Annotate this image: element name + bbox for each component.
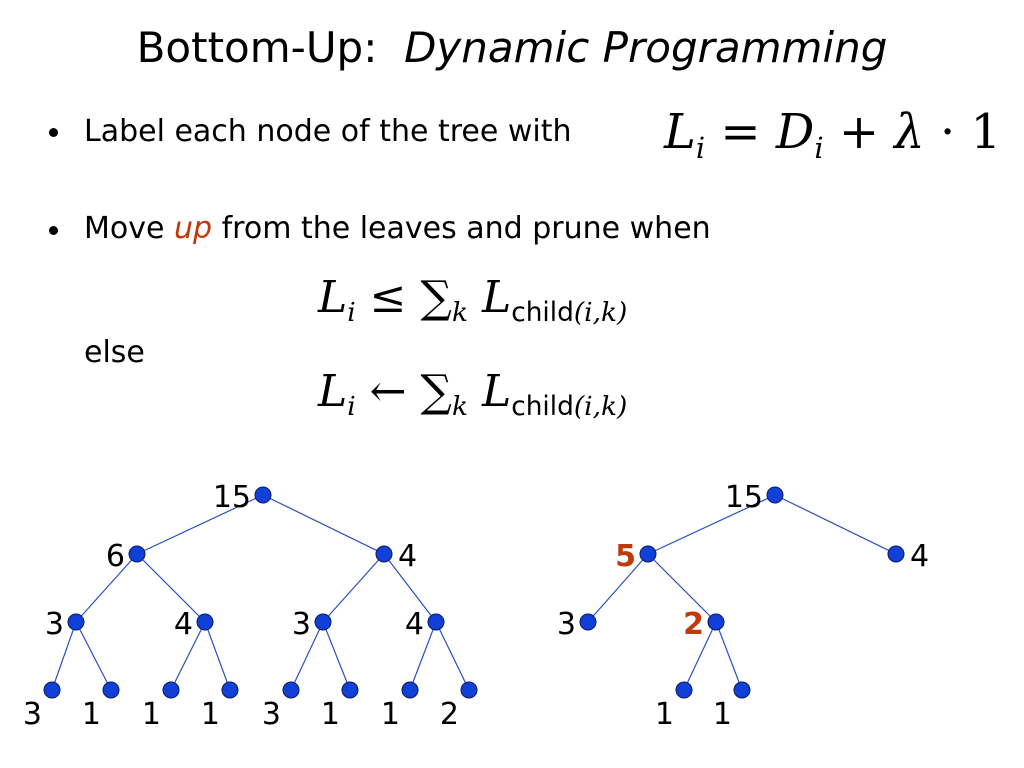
else-label: else [84, 335, 145, 370]
right-label-l4: 1 [713, 697, 732, 732]
title-part2: Dynamic Programming [404, 23, 888, 72]
left-node-l8 [460, 681, 478, 699]
left-edge-r-b [262, 494, 385, 555]
formula-prune-condition: Li ≤ ∑k Lchild(i,k) [318, 272, 628, 329]
left-node-l7 [401, 681, 419, 699]
right-label-a: 5 [615, 539, 636, 574]
left-node-f [427, 613, 445, 631]
right-label-l3: 1 [655, 697, 674, 732]
bullet-1-text: Label each node of the tree with [84, 114, 572, 149]
slide-title: Bottom-Up: Dynamic Programming [0, 22, 1024, 74]
left-node-c [67, 613, 85, 631]
right-node-c [579, 613, 597, 631]
left-edge-f-l8 [435, 621, 470, 691]
left-label-l6: 1 [321, 697, 340, 732]
left-edge-b-f [383, 553, 437, 623]
left-node-r [254, 486, 272, 504]
right-edge-d-l3 [683, 621, 717, 691]
right-node-r [766, 486, 784, 504]
left-label-d: 4 [174, 607, 193, 642]
title-part1: Bottom-Up: [136, 23, 378, 72]
right-edge-a-d [647, 553, 717, 623]
left-edge-c-l2 [75, 621, 112, 691]
left-node-d [196, 613, 214, 631]
left-node-b [375, 545, 393, 563]
left-edge-a-d [136, 553, 206, 623]
left-label-c: 3 [45, 607, 64, 642]
right-node-a [639, 545, 657, 563]
left-node-l5 [282, 681, 300, 699]
left-node-l4 [221, 681, 239, 699]
left-label-l1: 3 [23, 697, 42, 732]
tree-right: 15 5 4 3 2 1 1 [557, 480, 929, 732]
left-label-f: 4 [405, 607, 424, 642]
right-node-l4 [733, 681, 751, 699]
left-node-l2 [102, 681, 120, 699]
right-edge-r-b [774, 494, 897, 555]
left-label-l8: 2 [440, 697, 459, 732]
left-label-l4: 1 [201, 697, 220, 732]
left-label-l3: 1 [142, 697, 161, 732]
tree-left: 15 6 4 3 4 3 4 3 1 1 1 3 1 1 2 [23, 480, 478, 732]
left-node-l3 [162, 681, 180, 699]
left-edge-c-l1 [51, 621, 77, 691]
right-node-l3 [675, 681, 693, 699]
right-label-r: 15 [725, 480, 763, 515]
right-label-d: 2 [683, 607, 704, 642]
left-label-a: 6 [106, 539, 125, 574]
right-label-c: 3 [557, 607, 576, 642]
left-label-e: 3 [292, 607, 311, 642]
left-label-l2: 1 [82, 697, 101, 732]
left-label-b: 4 [398, 539, 417, 574]
left-label-r: 15 [213, 480, 251, 515]
left-edge-a-c [75, 553, 138, 623]
left-edge-r-a [136, 494, 264, 555]
bullet-2-dot [49, 226, 58, 235]
formula-update-rule: Li ← ∑k Lchild(i,k) [318, 366, 628, 423]
left-node-l1 [43, 681, 61, 699]
right-edge-a-c [587, 553, 649, 623]
left-edge-b-e [322, 553, 385, 623]
formula-label-definition: Li = Di + λ · 1 [664, 104, 1002, 166]
left-edge-d-l3 [170, 621, 206, 691]
right-node-b [887, 545, 905, 563]
left-label-l7: 1 [381, 697, 400, 732]
left-edge-d-l4 [204, 621, 231, 691]
emphasis-up: up [174, 211, 213, 246]
right-edge-r-a [647, 494, 776, 555]
left-node-l6 [341, 681, 359, 699]
left-node-e [314, 613, 332, 631]
left-edge-e-l6 [322, 621, 351, 691]
left-edge-f-l7 [409, 621, 437, 691]
left-label-l5: 3 [262, 697, 281, 732]
right-label-b: 4 [910, 539, 929, 574]
right-node-d [707, 613, 725, 631]
right-edge-d-l4 [715, 621, 743, 691]
bullet-2-text: Move up from the leaves and prune when [84, 211, 711, 246]
bullet-1-dot [49, 128, 58, 137]
left-node-a [128, 545, 146, 563]
left-edge-e-l5 [290, 621, 324, 691]
